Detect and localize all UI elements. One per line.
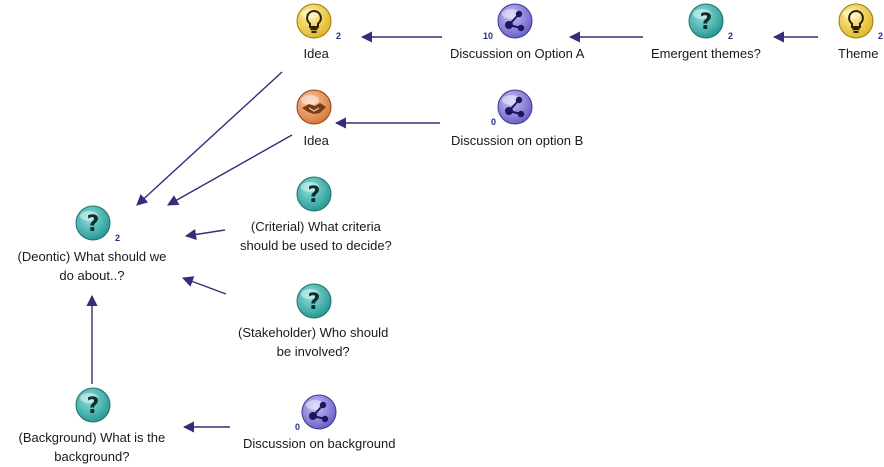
node-label-line: Idea [303, 46, 329, 61]
node-label[interactable]: (Background) What is the background? [19, 428, 166, 466]
link-stakeholder-to-deontic[interactable] [181, 276, 227, 295]
lightbulb-icon[interactable] [296, 3, 332, 39]
node-label-line: do about..? [59, 268, 125, 283]
node-label[interactable]: Idea [304, 44, 329, 63]
node-label[interactable]: Idea [304, 131, 329, 150]
question-icon[interactable]: ? [75, 387, 111, 423]
node-label-line: background? [54, 449, 130, 464]
node-label-line: Emergent themes? [651, 46, 761, 61]
discussion-map-icon[interactable] [497, 3, 533, 39]
question-icon[interactable]: ? [75, 205, 111, 241]
node-label[interactable]: Discussion on Option A [450, 44, 584, 63]
svg-text:?: ? [87, 212, 100, 237]
discussion-map-icon[interactable] [301, 394, 337, 430]
node-label[interactable]: Discussion on background [243, 434, 395, 453]
node-label-line: Discussion on Option A [450, 46, 585, 61]
node-label-line: (Deontic) What should we [17, 249, 167, 264]
handshake-icon[interactable] [296, 89, 332, 125]
link-idea-handshake-to-deontic[interactable] [167, 134, 293, 206]
question-icon[interactable]: ? [688, 3, 724, 39]
svg-text:?: ? [308, 290, 321, 315]
svg-text:?: ? [700, 10, 713, 35]
node-label[interactable]: (Criterial) What criteria should be used … [240, 217, 392, 255]
child-count: 0 [295, 422, 301, 432]
node-label[interactable]: Theme [838, 44, 878, 63]
lightbulb-icon[interactable] [838, 3, 874, 39]
svg-text:?: ? [308, 183, 321, 208]
question-icon[interactable]: ? [296, 176, 332, 212]
node-label-line: (Background) What is the [18, 430, 166, 445]
node-label[interactable]: Discussion on option B [451, 131, 583, 150]
node-label-line: Idea [303, 133, 329, 148]
node-label-line: (Stakeholder) Who should [238, 325, 389, 340]
node-label-line: should be used to decide? [240, 238, 392, 253]
node-label[interactable]: (Stakeholder) Who should be involved? [238, 323, 388, 361]
node-label[interactable]: (Deontic) What should we do about..? [18, 247, 167, 285]
node-label-line: (Criterial) What criteria [250, 219, 381, 234]
node-label[interactable]: Emergent themes? [651, 44, 761, 63]
node-label-line: be involved? [276, 344, 350, 359]
link-criterial-to-deontic[interactable] [184, 228, 226, 241]
discussion-map-icon[interactable] [497, 89, 533, 125]
child-count: 10 [483, 31, 494, 41]
link-idea-top-to-deontic[interactable] [136, 71, 283, 206]
svg-text:?: ? [87, 394, 100, 419]
node-label-line: Theme [838, 46, 879, 61]
child-count: 2 [878, 31, 884, 41]
node-label-line: Discussion on option B [451, 133, 584, 148]
question-icon[interactable]: ? [296, 283, 332, 319]
child-count: 2 [728, 31, 734, 41]
child-count: 2 [336, 31, 342, 41]
node-label-line: Discussion on background [243, 436, 396, 451]
child-count: 2 [115, 233, 121, 243]
child-count: 0 [491, 117, 497, 127]
